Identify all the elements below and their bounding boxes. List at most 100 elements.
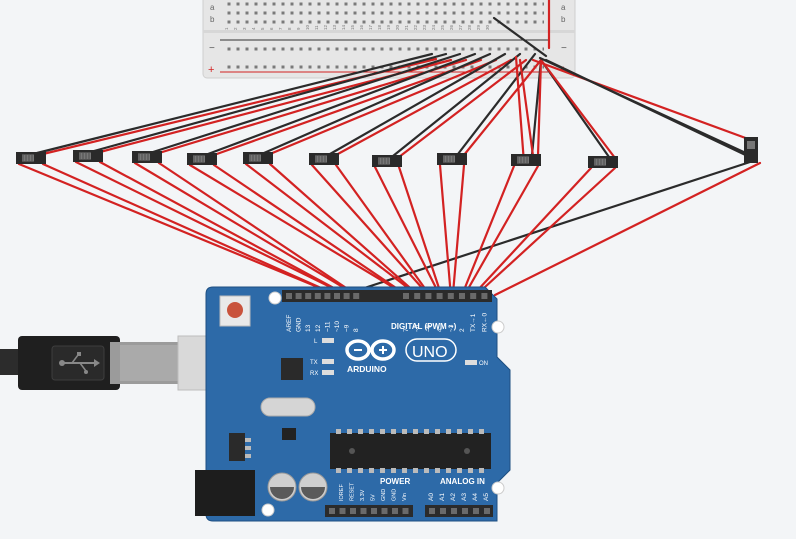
switch-11[interactable] [744, 137, 758, 163]
breadboard-column-number: 28 [467, 24, 472, 30]
breadboard-column-number: 7 [278, 27, 283, 30]
wire[interactable] [514, 55, 526, 165]
switch-9[interactable] [511, 154, 541, 166]
wire[interactable] [17, 162, 339, 297]
wire[interactable] [157, 161, 360, 298]
breadboard-column-number: 30 [485, 24, 490, 30]
led-tx-label: TX [310, 360, 318, 366]
wire[interactable] [493, 161, 762, 297]
wire[interactable] [536, 58, 543, 158]
wire[interactable] [41, 162, 341, 298]
breadboard-column-number: 14 [341, 24, 346, 30]
usb-icon [51, 345, 105, 381]
wire[interactable] [262, 52, 492, 155]
power-pin-label: Vin [402, 493, 408, 501]
wire[interactable] [518, 58, 536, 165]
switch-8[interactable] [437, 153, 467, 165]
wire[interactable] [397, 165, 443, 298]
wire[interactable] [544, 58, 758, 162]
analog-pin-label: A1 [439, 493, 446, 501]
breadboard-column-number: 6 [269, 27, 274, 30]
arduino-brand: ARDUINO [347, 364, 387, 374]
slide-switches[interactable] [16, 137, 758, 168]
wire[interactable] [206, 52, 477, 156]
switch-3[interactable] [132, 151, 162, 163]
breadboard-column-number: 16 [359, 24, 364, 30]
switch-6[interactable] [309, 153, 339, 165]
wire[interactable] [539, 58, 617, 160]
switch-5[interactable] [243, 152, 273, 164]
switch-10[interactable] [588, 156, 618, 168]
digital-pin-label: AREF [286, 315, 293, 332]
breadboard-column-number: 3 [242, 27, 247, 30]
wire[interactable] [212, 163, 410, 298]
digital-pin-label: ~5 [425, 324, 432, 332]
wire[interactable] [268, 162, 421, 298]
wire[interactable] [397, 58, 528, 159]
wire[interactable] [310, 163, 430, 297]
breadboard-row-a-right: a [561, 3, 566, 12]
wire[interactable] [151, 52, 462, 154]
wire[interactable] [460, 164, 516, 297]
analog-in-label: ANALOG IN [440, 477, 485, 486]
wire[interactable] [492, 16, 548, 58]
wire[interactable] [212, 58, 483, 157]
wires[interactable] [17, 0, 762, 298]
wire[interactable] [244, 162, 419, 297]
breadboard-column-number: 18 [377, 24, 382, 30]
voltage-regulator [229, 433, 245, 461]
wire[interactable] [438, 163, 452, 297]
digital-pin-label: ~9 [344, 324, 351, 332]
atmega-chip [330, 429, 491, 473]
power-header[interactable] [325, 505, 413, 517]
switch-7[interactable] [372, 155, 402, 167]
power-label: POWER [380, 477, 410, 486]
wire[interactable] [531, 58, 753, 142]
wire[interactable] [341, 160, 752, 297]
wire[interactable] [74, 160, 348, 297]
led-l-label: L [314, 339, 318, 345]
wire[interactable] [472, 166, 593, 297]
power-jack[interactable] [195, 470, 255, 516]
digital-header-holes [286, 293, 488, 299]
wire[interactable] [462, 58, 543, 157]
wire[interactable] [92, 52, 448, 153]
breadboard-column-number: 9 [296, 27, 301, 30]
breadboard-column-number: 19 [386, 24, 391, 30]
analog-header[interactable] [425, 505, 493, 517]
wire[interactable] [462, 164, 540, 298]
wire[interactable] [334, 58, 513, 157]
wire[interactable] [133, 161, 358, 297]
switch-2[interactable] [73, 150, 103, 162]
breadboard-column-number: 22 [413, 24, 418, 30]
digital-pin-label: TX→1 [470, 313, 477, 332]
reset-button[interactable] [219, 295, 251, 327]
power-pin-label: GND [392, 489, 398, 501]
wire[interactable] [98, 160, 350, 298]
wire[interactable] [268, 58, 498, 156]
wire[interactable] [334, 163, 432, 298]
switch-1[interactable] [16, 152, 46, 164]
wire[interactable] [474, 166, 617, 298]
breadboard-column-number: 5 [260, 27, 265, 30]
analog-pin-label: A3 [461, 493, 468, 501]
breadboard-row-b-left: b [210, 15, 215, 24]
wire[interactable] [188, 163, 408, 297]
wire[interactable] [373, 165, 441, 297]
breadboard-column-number: 29 [476, 24, 481, 30]
wire[interactable] [451, 163, 466, 298]
wire[interactable] [391, 52, 522, 158]
analog-pin-label: A4 [472, 493, 479, 501]
wire[interactable] [328, 52, 507, 156]
breadboard-column-number: 4 [251, 27, 256, 30]
digital-header-label: DIGITAL (PWM ~) [391, 322, 457, 331]
breadboard-column-number: 15 [350, 24, 355, 30]
switch-4[interactable] [187, 153, 217, 165]
wire[interactable] [35, 52, 434, 155]
